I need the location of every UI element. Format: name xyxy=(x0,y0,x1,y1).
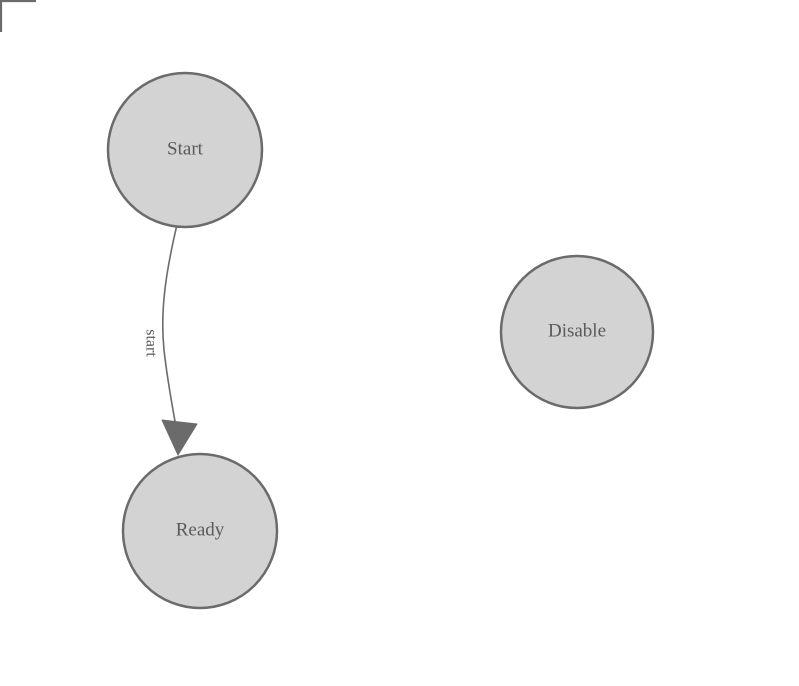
state-node-disable[interactable]: Disable xyxy=(499,254,655,410)
state-node-start-circle[interactable] xyxy=(106,71,264,229)
edge-line xyxy=(161,226,179,437)
state-node-start[interactable]: Start xyxy=(106,71,264,229)
state-node-disable-circle[interactable] xyxy=(499,254,655,410)
edge-arrowhead-icon xyxy=(161,419,198,456)
edge-start-to-ready[interactable]: start xyxy=(142,226,198,456)
state-node-ready-circle[interactable] xyxy=(121,452,279,610)
state-node-ready[interactable]: Ready xyxy=(121,452,279,610)
edge-label-start: start xyxy=(142,329,159,357)
canvas-corner-mark-icon xyxy=(0,0,36,32)
